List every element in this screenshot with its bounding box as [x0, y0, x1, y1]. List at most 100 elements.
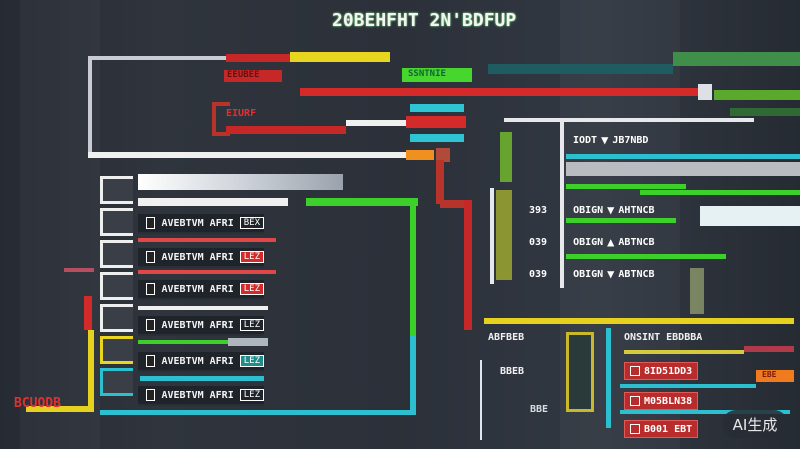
item-label: AVEBTVM [161, 319, 204, 331]
item-code: AFRI [209, 319, 234, 331]
right-item-value: ABTNCB [618, 236, 655, 248]
red-tag-label: EIURF [226, 108, 257, 119]
right-item-value: ABTNCB [618, 268, 655, 280]
item-label: AVEBTVM [161, 217, 204, 229]
list-item[interactable]: AVEBTVM AFRI LEZ [138, 316, 264, 336]
green-tag-label: SSNTNIE [408, 69, 446, 79]
item-code: AFRI [209, 355, 234, 367]
right-item-label: IODT [573, 134, 598, 146]
red-connector [138, 270, 276, 274]
item-tag: LEZ [239, 389, 264, 401]
ai-generated-badge: AI生成 [722, 410, 788, 438]
item-tag: LEZ [239, 319, 264, 331]
red-bracket [212, 102, 230, 136]
red-connector [464, 200, 472, 330]
cyan-connector [620, 384, 756, 388]
yellow-bracket [566, 332, 594, 412]
item-icon [630, 396, 640, 406]
right-list-item[interactable]: IODT ▼ JB7NBD [568, 132, 653, 148]
header-bar [138, 174, 343, 190]
connector-node [690, 268, 704, 314]
cyan-connector [140, 376, 264, 381]
white-connector [560, 118, 564, 288]
item-tag: BEX [239, 217, 264, 229]
green-connector [410, 198, 416, 338]
white-connector [480, 360, 482, 440]
green-connector [566, 254, 726, 259]
white-connector [346, 120, 410, 126]
item-icon [146, 389, 156, 401]
red-connector [64, 268, 94, 272]
yellow-connector [88, 330, 94, 410]
cyan-bar [410, 134, 464, 142]
red-connector [744, 346, 794, 352]
chevron-down-icon: ▼ [607, 203, 615, 217]
item-code: AFRI [209, 283, 234, 295]
red-tag: EIURF [226, 108, 266, 122]
connector-node [436, 148, 450, 162]
bottom-left-tag: ABFBEB [488, 332, 525, 343]
bottom-list-item[interactable]: M05BLN38 [624, 392, 699, 410]
right-item-label: OBIGN [573, 204, 604, 216]
chevron-up-icon: ▲ [607, 235, 615, 249]
green-connector [306, 198, 418, 206]
right-list-item[interactable]: 039 OBIGN ▼ ABTNCB [524, 266, 660, 282]
green-connector [138, 340, 228, 344]
list-item[interactable]: AVEBTVM AFRI LEZ [138, 248, 264, 268]
yellow-connector [624, 350, 744, 354]
green-tag: SSNTNIE [402, 68, 472, 82]
green-bar [714, 90, 800, 100]
list-item[interactable]: AVEBTVM AFRI LEZ [138, 386, 264, 406]
bottom-left-tag: BBEB [500, 366, 525, 377]
connector-node [698, 84, 712, 100]
item-tag: LEZ [239, 355, 264, 367]
yellow-connector [484, 318, 794, 324]
red-connector [440, 200, 470, 208]
right-item-label: OBIGN [573, 236, 604, 248]
white-connector [88, 152, 408, 158]
item-icon [146, 355, 156, 367]
item-icon [630, 424, 640, 434]
green-connector [566, 218, 676, 223]
item-icon [146, 217, 156, 229]
bottom-left-label: BCUODB [14, 396, 61, 411]
item-icon [146, 283, 156, 295]
right-item-prefix: 393 [529, 204, 548, 216]
item-icon [146, 319, 156, 331]
orange-tag [406, 150, 434, 160]
bottom-item-label: 8ID51DD3 [644, 365, 693, 377]
red-connector [138, 238, 276, 242]
bottom-list-item[interactable]: B001 EBT [624, 420, 699, 438]
right-list-item[interactable]: 393 OBIGN ▼ AHTNCB [524, 202, 660, 218]
item-code: AFRI [209, 389, 234, 401]
bottom-list-item[interactable]: 8ID51DD3 [624, 362, 699, 380]
bottom-item-label: M05BLN38 [644, 395, 693, 407]
teal-bar [488, 64, 673, 74]
cyan-connector [566, 154, 800, 159]
right-list-item[interactable]: 039 OBIGN ▲ ABTNCB [524, 234, 660, 250]
list-item[interactable]: AVEBTVM AFRI BEX [138, 214, 264, 234]
yellow-bracket [496, 190, 512, 280]
white-connector [138, 306, 268, 310]
right-item-label: OBIGN [573, 268, 604, 280]
green-bar [730, 108, 800, 116]
item-icon [146, 251, 156, 263]
bottom-item-label: B001 EBT [644, 423, 693, 435]
red-connector [226, 126, 346, 134]
orange-tag-label: EBE [762, 370, 777, 379]
item-tag: LEZ [239, 283, 264, 295]
list-item[interactable]: AVEBTVM AFRI LEZ [138, 352, 264, 372]
yellow-bar [290, 52, 390, 62]
red-tag-label: EEUBEE [227, 70, 260, 80]
chevron-down-icon: ▼ [607, 267, 615, 281]
connector-node [228, 338, 268, 346]
item-icon [630, 366, 640, 376]
green-connector [640, 190, 800, 195]
grey-bar [566, 162, 800, 176]
list-item[interactable]: AVEBTVM AFRI LEZ [138, 280, 264, 300]
red-bar [406, 116, 466, 128]
red-connector [300, 88, 700, 96]
white-connector [88, 56, 92, 156]
red-tag: EEUBEE [224, 70, 282, 82]
red-connector [226, 54, 316, 62]
